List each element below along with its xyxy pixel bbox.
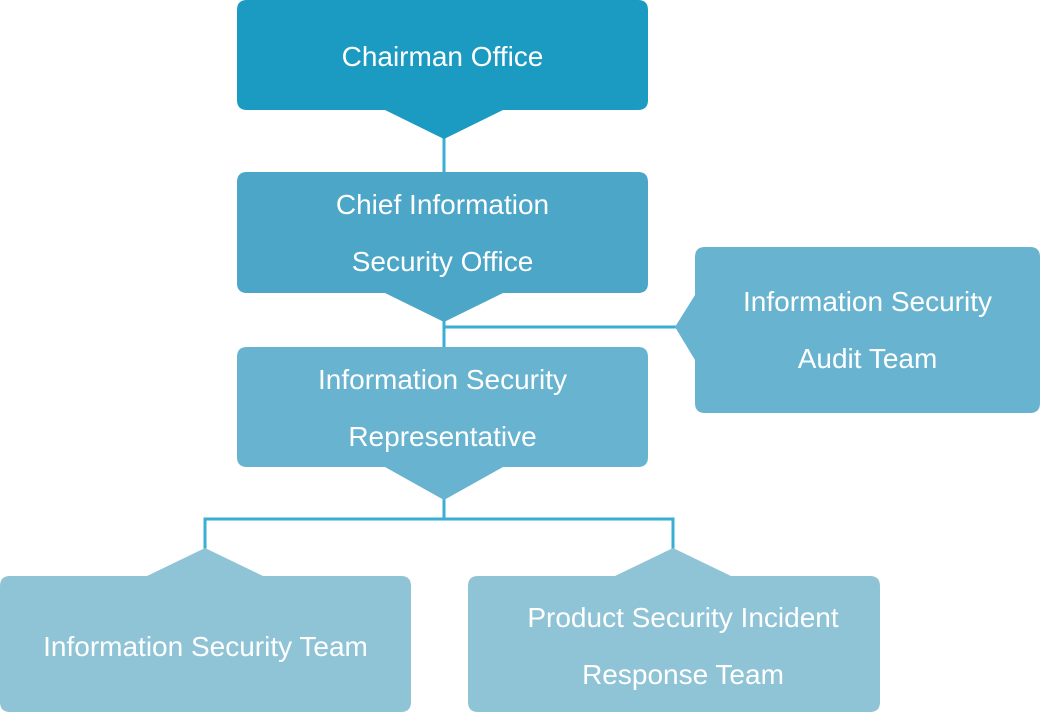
- node-is-team-shape: [0, 548, 411, 712]
- connectors: [203, 135, 678, 550]
- node-label: Audit Team: [797, 343, 938, 374]
- node-label: Response Team: [582, 659, 784, 690]
- connector-representative-is-team: [203, 496, 446, 550]
- node-chief-information-security-office: Chief Information Security Office: [237, 176, 648, 290]
- node-chairman-office: Chairman Office: [237, 28, 648, 85]
- node-audit-shape: [675, 247, 1040, 413]
- connector-representative-psirt: [444, 517, 675, 550]
- node-product-security-incident-response-team: Product Security Incident Response Team: [483, 589, 883, 703]
- node-label: Product Security Incident: [527, 602, 839, 633]
- node-label: Information Security: [318, 364, 567, 395]
- node-information-security-audit-team: Information Security Audit Team: [695, 273, 1040, 387]
- node-label: Information Security Team: [43, 631, 368, 662]
- node-label: Chairman Office: [341, 41, 544, 72]
- node-chairman-shape: [237, 0, 648, 139]
- node-label: Security Office: [351, 246, 534, 277]
- node-information-security-representative: Information Security Representative: [237, 351, 648, 465]
- node-information-security-team: Information Security Team: [0, 618, 411, 675]
- node-psirt-shape: [468, 548, 880, 712]
- node-representative-shape: [237, 347, 648, 500]
- node-ciso-shape: [237, 172, 648, 322]
- node-label: Representative: [348, 421, 537, 452]
- node-label: Information Security: [743, 286, 992, 317]
- node-label: Chief Information: [335, 189, 550, 220]
